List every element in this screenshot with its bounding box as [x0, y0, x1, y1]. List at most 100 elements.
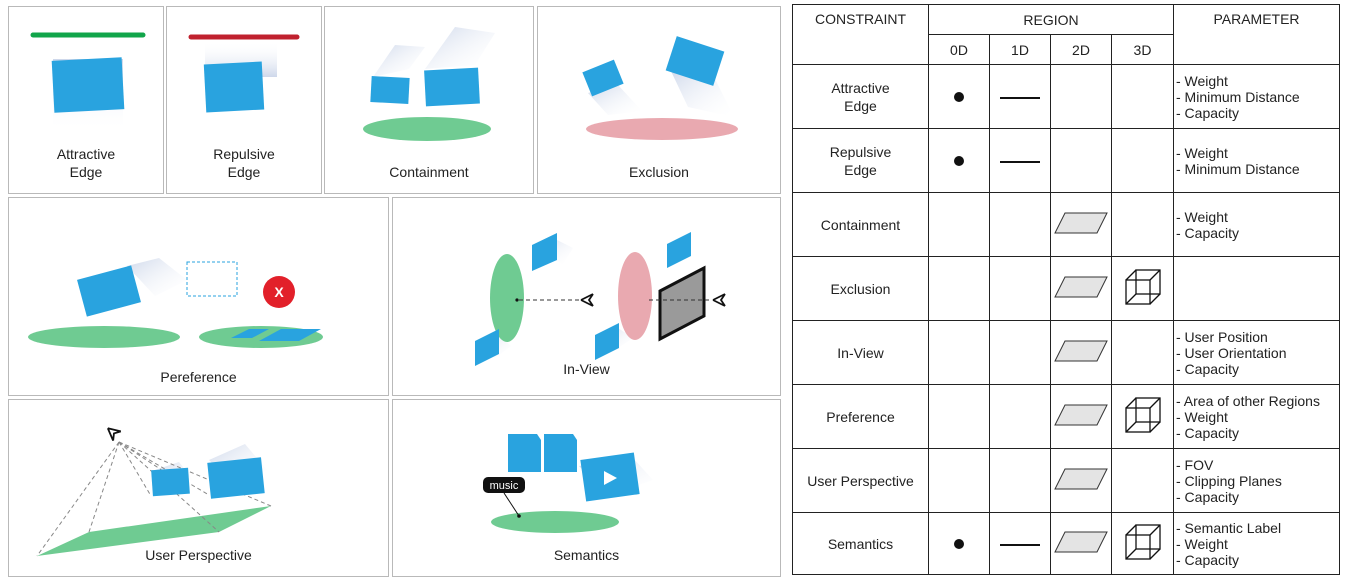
virtual-object: [207, 457, 265, 499]
point-region-icon: [954, 155, 964, 166]
semantic-label-text: music: [490, 480, 519, 492]
virtual-object: [151, 467, 190, 497]
table-subheader-row: 0D 1D 2D 3D: [793, 34, 1340, 65]
table-row: In-View- User Position- User Orientation…: [792, 320, 1340, 385]
parameter-list: - Semantic Label- Weight- Capacity: [1173, 512, 1340, 575]
region-col-3d: 3D: [1111, 34, 1174, 65]
virtual-object: [665, 36, 725, 86]
region-cell: [1111, 128, 1174, 193]
exclusion-illustration: [582, 36, 738, 140]
parameter-item: - Minimum Distance: [1176, 88, 1300, 105]
table-header-row: CONSTRAINT REGION PARAMETER: [792, 4, 1340, 65]
panel-exclusion: Exclusion: [537, 6, 781, 194]
parameter-item: - Semantic Label: [1176, 519, 1282, 536]
occluder-plane: [658, 265, 706, 342]
constraint-table: CONSTRAINT REGION PARAMETER 0D 1D 2D 3D …: [792, 4, 1340, 575]
region-cell: [928, 320, 990, 385]
table-row: Repulsive Edge - Weight- Minimum Distance: [792, 128, 1340, 193]
user-eye-icon: [712, 293, 726, 307]
region-cell: [1111, 512, 1174, 575]
region-cell: [1050, 256, 1112, 321]
plane-region-icon: [1053, 340, 1109, 366]
region-cell: [989, 256, 1051, 321]
volume-region-icon: [1123, 397, 1163, 437]
label-anchor: [517, 514, 521, 518]
region-cell: [1111, 384, 1174, 449]
x-badge: [263, 276, 295, 308]
panel-containment: Containment: [324, 6, 534, 194]
region-cell: [1050, 320, 1112, 385]
panel-caption: In-View: [563, 361, 610, 377]
region-cell: [928, 128, 990, 193]
region-cell: [989, 448, 1051, 513]
panel-attractive-edge: Attractive Edge: [8, 6, 164, 194]
plane-region-icon: [1053, 276, 1109, 302]
virtual-object: [203, 61, 265, 113]
region-cell: [989, 64, 1051, 129]
table-row: Attractive Edge - Weight- Minimum Distanc…: [792, 64, 1340, 129]
volume-region-icon: [1123, 269, 1163, 309]
parameter-item: - Area of other Regions: [1176, 392, 1320, 409]
parameter-item: - FOV: [1176, 456, 1214, 473]
label-leader-line: [503, 492, 520, 517]
parameter-item: - Capacity: [1176, 104, 1240, 121]
user-eye-icon: [106, 427, 122, 441]
virtual-object: [595, 323, 619, 360]
constraint-name: Repulsive Edge: [792, 128, 929, 193]
region-cell: [928, 448, 990, 513]
region-cell: [989, 512, 1051, 575]
plane-region-icon: [1053, 212, 1109, 238]
constraint-name: Exclusion: [792, 256, 929, 321]
parameter-list: - Weight- Minimum Distance- Capacity: [1173, 64, 1340, 129]
virtual-object: [582, 59, 624, 97]
panel-preference: X Pereference: [8, 197, 389, 396]
semantic-label-tag: [483, 477, 525, 493]
repulsive-edge-illustration: [188, 34, 300, 113]
parameter-list: - User Position- User Orientation- Capac…: [1173, 320, 1340, 385]
constraint-name: Containment: [792, 192, 929, 257]
table-row: Preference- Area of other Regions- Weigh…: [792, 384, 1340, 449]
target-placeholder: [186, 261, 238, 297]
user-perspective-illustration: [36, 427, 272, 557]
panel-caption: Repulsive Edge: [213, 146, 275, 180]
panel-user-perspective: User Perspective: [8, 399, 389, 577]
line-region-icon: [1000, 160, 1040, 163]
document-object: [544, 434, 577, 472]
user-perspective-plane: [37, 506, 271, 556]
preference-region: [28, 326, 180, 348]
region-cell: [989, 384, 1051, 449]
parameter-item: - Weight: [1176, 144, 1228, 161]
virtual-object: [475, 329, 499, 366]
plane-region-icon: [1053, 404, 1109, 430]
parameter-item: - Capacity: [1176, 551, 1240, 568]
region-cell: [1111, 320, 1174, 385]
parameter-item: - Weight: [1176, 535, 1228, 552]
table-row: User Perspective- FOV- Clipping Planes- …: [792, 448, 1340, 513]
parameter-item: - Minimum Distance: [1176, 160, 1300, 177]
region-col-0d: 0D: [928, 34, 990, 65]
table-row: Containment - Weight- Capacity: [792, 192, 1340, 257]
region-cell: [1050, 384, 1112, 449]
virtual-object: [370, 76, 410, 104]
motion-trail: [127, 258, 187, 296]
panel-caption: Pereference: [160, 369, 237, 385]
virtual-object: [77, 265, 141, 317]
region-cell: [1111, 256, 1174, 321]
table-row: Semantics- Semantic Label- Weight- Capac…: [792, 512, 1340, 575]
panel-caption: Attractive Edge: [56, 146, 116, 180]
parameter-list: - Weight- Capacity: [1173, 192, 1340, 257]
constraint-name: Attractive Edge: [792, 64, 929, 129]
region-cell: [928, 192, 990, 257]
motion-trail: [373, 45, 425, 77]
header-parameter: PARAMETER: [1173, 4, 1340, 65]
region-col-1d: 1D: [989, 34, 1051, 65]
panel-semantics: music Semantics: [392, 399, 781, 577]
virtual-object: [667, 232, 691, 268]
panel-repulsive-edge: Repulsive Edge: [166, 6, 322, 194]
header-constraint: CONSTRAINT: [792, 4, 929, 65]
constraint-name: User Perspective: [792, 448, 929, 513]
region-cell: [928, 384, 990, 449]
virtual-object: [424, 67, 480, 107]
parameter-list: - Weight- Minimum Distance: [1173, 128, 1340, 193]
parameter-item: - Capacity: [1176, 224, 1240, 241]
